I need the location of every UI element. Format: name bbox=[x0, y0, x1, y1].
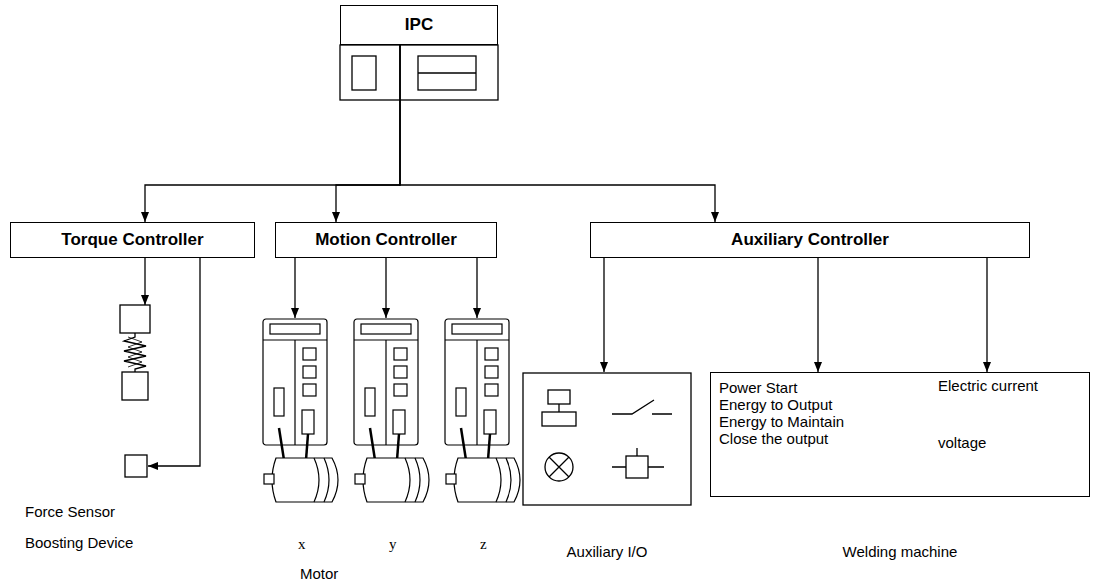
signal-name: Power Start bbox=[719, 379, 922, 396]
connector-arrow bbox=[603, 258, 604, 372]
boosting-device bbox=[120, 258, 150, 400]
box-title: IPC bbox=[405, 15, 433, 35]
box-title: Torque Controller bbox=[61, 230, 203, 250]
function-cell: Power StartEnergy to OutputEnergy to Mai… bbox=[710, 372, 931, 497]
io-panel: Auxiliary I/O bbox=[522, 372, 692, 560]
servo-drive-motor bbox=[353, 318, 437, 518]
servo-drive: x bbox=[262, 318, 346, 553]
part-label: Motor bbox=[300, 565, 338, 582]
caption: Welding machine bbox=[710, 543, 1090, 560]
caption: y bbox=[389, 536, 437, 553]
controller-box: Torque Controller bbox=[10, 222, 255, 258]
interface-box bbox=[340, 45, 498, 100]
signal-name: Close the output bbox=[719, 430, 922, 447]
signal-name: Energy to Output bbox=[719, 396, 922, 413]
servo-drive-motor bbox=[444, 318, 528, 518]
box-title: Auxiliary Controller bbox=[731, 230, 889, 250]
connector-arrow bbox=[385, 258, 386, 318]
connector-arrow bbox=[336, 45, 400, 222]
box-title: Motion Controller bbox=[315, 230, 457, 250]
caption: x bbox=[298, 536, 346, 553]
controller-box: Auxiliary Controller bbox=[590, 222, 1030, 258]
signal-name: voltage bbox=[938, 434, 1081, 451]
function-cell: Electric current voltage bbox=[930, 372, 1090, 497]
controller-box: IPC bbox=[340, 5, 498, 45]
part-label: Force Sensor bbox=[25, 503, 115, 520]
part-label: Boosting Device bbox=[25, 534, 133, 551]
io-symbols bbox=[522, 372, 692, 506]
servo-drive: y bbox=[353, 318, 437, 553]
connector-arrow bbox=[817, 258, 818, 372]
signal-name: Electric current bbox=[938, 377, 1081, 394]
connector-arrow bbox=[294, 258, 295, 318]
controller-box: Motion Controller bbox=[275, 222, 497, 258]
force-sensor bbox=[125, 258, 200, 477]
caption: Auxiliary I/O bbox=[522, 543, 692, 560]
welding-machine: Power StartEnergy to OutputEnergy to Mai… bbox=[710, 372, 1090, 560]
servo-drive-motor bbox=[262, 318, 346, 518]
caption: z bbox=[480, 536, 528, 553]
connector-arrow bbox=[476, 258, 477, 318]
connector-arrow bbox=[145, 45, 400, 222]
signal-name: Energy to Maintain bbox=[719, 413, 922, 430]
servo-drive: z bbox=[444, 318, 528, 553]
connector-arrow bbox=[986, 258, 987, 372]
connector-arrow bbox=[400, 45, 715, 222]
